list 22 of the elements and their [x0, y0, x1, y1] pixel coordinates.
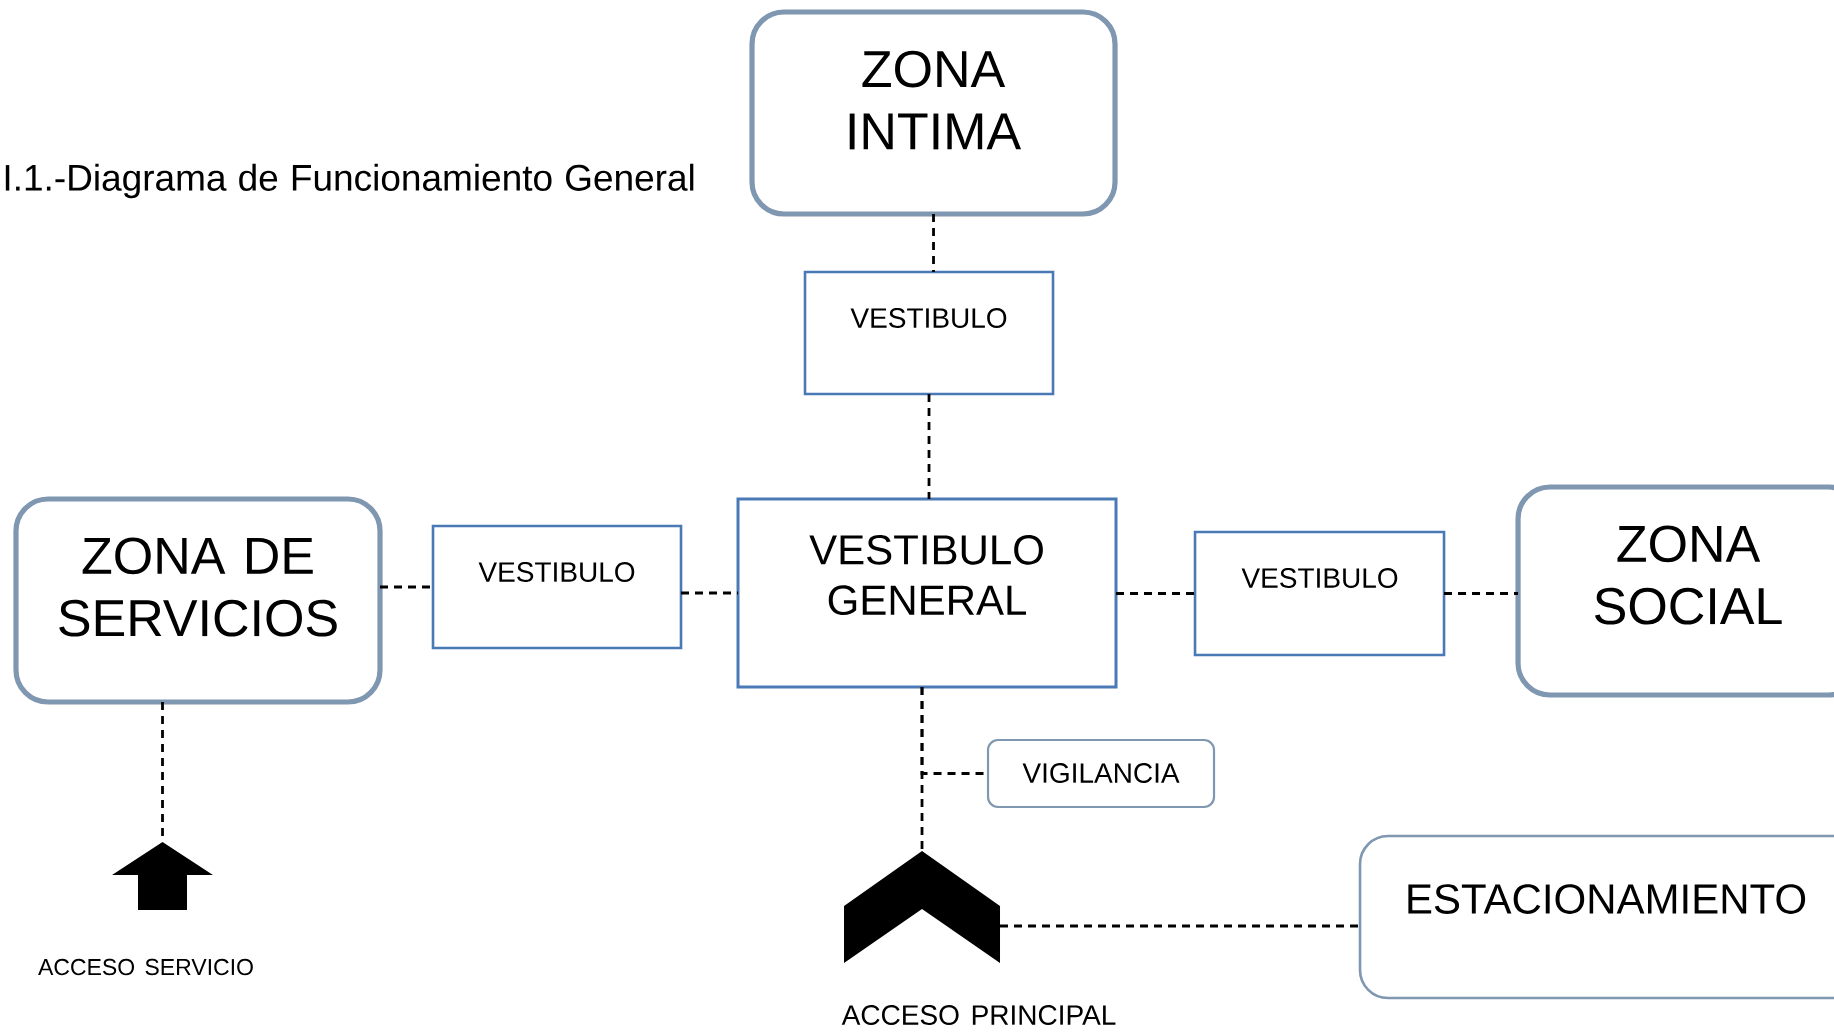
vestibule-box: VESTIBULO — [803, 270, 1055, 396]
vestibule-box: VESTIBULO — [1193, 530, 1446, 657]
connector-line — [927, 394, 931, 499]
connector-line — [1000, 924, 1360, 928]
zone-box: ZONA DE SERVICIOS — [13, 496, 383, 705]
vestibule-box: VESTIBULO — [431, 524, 683, 650]
arrow-icon — [112, 842, 213, 910]
access-label: ACCESO SERVICIO — [38, 958, 253, 976]
guard-box: VIGILANCIA — [986, 738, 1216, 809]
connector-line — [380, 585, 433, 589]
connector-line — [932, 214, 935, 272]
zone-box: ZONA SOCIAL — [1515, 484, 1834, 698]
chevron-icon — [844, 851, 1000, 963]
vestibule-box: VESTIBULO GENERAL — [736, 497, 1118, 689]
title: I.1.-Diagrama de Funcionamiento General — [5, 163, 694, 199]
zone-box: ZONA INTIMA — [749, 9, 1118, 217]
connector-line — [920, 687, 924, 851]
access-label: ACCESO PRINCIPAL — [841, 1005, 1116, 1025]
parking-box: ESTACIONAMIENTO — [1358, 834, 1834, 1000]
connector-line — [1116, 592, 1195, 595]
connector-line — [1444, 592, 1519, 595]
connector-line — [681, 591, 738, 595]
